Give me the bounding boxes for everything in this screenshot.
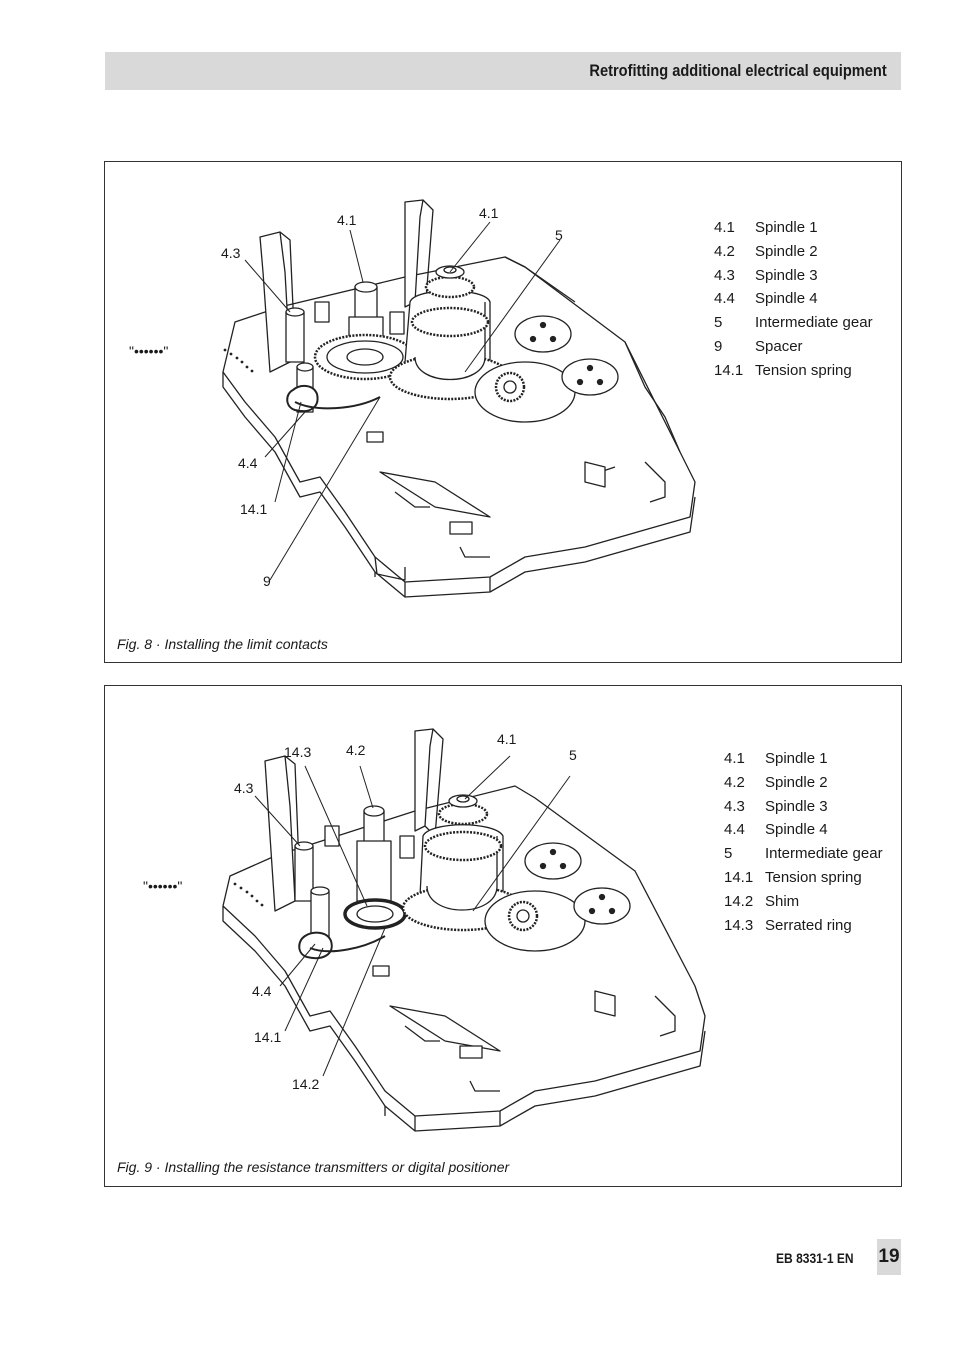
callout-9: 9 (263, 573, 271, 589)
legend-label: Spindle 2 (765, 773, 828, 791)
legend-item: 4.4 Spindle 4 (714, 287, 873, 311)
callout-4-1: 4.1 (497, 731, 517, 747)
legend-item: 4.1 Spindle 1 (714, 216, 873, 240)
legend-item: 4.2 Spindle 2 (724, 771, 883, 795)
callout-14-1: 14.1 (240, 501, 268, 517)
callout-14-2: 14.2 (292, 1076, 320, 1092)
legend-item: 14.1 Tension spring (714, 359, 873, 383)
legend-num: 14.1 (714, 361, 744, 379)
legend-label: Shim (765, 892, 800, 910)
legend-num: 4.3 (724, 797, 745, 815)
header-bar: Retrofitting additional electrical equip… (105, 52, 901, 90)
callout-4-3: 4.3 (221, 245, 241, 261)
figure-8-caption: Fig. 8 · Installing the limit contacts (117, 636, 328, 652)
page-header-title: Retrofitting additional electrical equip… (589, 61, 887, 80)
legend-num: 14.2 (724, 892, 754, 910)
callout-4-2: 4.2 (346, 742, 366, 758)
figure-9-caption: Fig. 9 · Installing the resistance trans… (117, 1159, 510, 1175)
figure-9-drawing (222, 728, 706, 1132)
legend-label: Serrated ring (765, 916, 852, 934)
legend-item: 4.3 Spindle 3 (714, 264, 873, 288)
legend-label: Tension spring (765, 868, 862, 886)
legend-item: 14.3 Serrated ring (724, 914, 883, 938)
callout-14-3: 14.3 (284, 744, 312, 760)
legend-num: 9 (714, 337, 723, 355)
figure-9-legend: 4.1 Spindle 1 4.2 Spindle 2 4.3 Spindle 3 4… (724, 747, 883, 937)
legend-item: 5 Intermediate gear (724, 842, 883, 866)
callout-4-4: 4.4 (252, 983, 272, 999)
callout-14-1: 14.1 (254, 1029, 282, 1045)
legend-num: 14.3 (724, 916, 754, 934)
legend-label: Tension spring (755, 361, 852, 379)
legend-item: 4.1 Spindle 1 (724, 747, 883, 771)
page-number-box: 19 (877, 1239, 901, 1275)
callout-5: 5 (569, 747, 577, 763)
legend-item: 14.2 Shim (724, 890, 883, 914)
legend-label: Spindle 2 (755, 242, 818, 260)
marker-label: "••••••" (143, 878, 183, 894)
legend-num: 4.1 (714, 219, 735, 236)
callout-5: 5 (555, 227, 563, 243)
legend-item: 4.4 Spindle 4 (724, 818, 883, 842)
figure-9: 14.3 4.2 4.1 5 4.3 4.4 14.1 14.2 "••••••… (104, 685, 902, 1187)
callout-4-2: 4.1 (337, 212, 357, 228)
legend-label: Spindle 4 (755, 290, 818, 308)
page-number: 19 (878, 1246, 900, 1267)
figure-8-drawing (222, 199, 696, 598)
legend-label: Spacer (755, 337, 803, 355)
legend-item: 5 Intermediate gear (714, 311, 873, 335)
legend-label: Spindle 1 (765, 750, 828, 767)
marker-label: "••••••" (129, 343, 169, 359)
legend-num: 5 (724, 845, 733, 863)
callout-4-3: 4.3 (234, 780, 254, 796)
legend-num: 4.1 (724, 750, 745, 767)
callout-4-4: 4.4 (238, 455, 258, 471)
legend-item: 4.3 Spindle 3 (724, 795, 883, 819)
legend-label: Spindle 3 (765, 797, 828, 815)
legend-label: Spindle 1 (755, 219, 818, 236)
legend-num: 4.2 (714, 242, 735, 260)
legend-label: Intermediate gear (765, 845, 883, 863)
legend-num: 5 (714, 314, 723, 332)
document-id: EB 8331-1 EN (776, 1250, 854, 1266)
legend-label: Spindle 4 (765, 821, 828, 839)
legend-num: 4.2 (724, 773, 745, 791)
legend-num: 4.4 (724, 821, 745, 839)
legend-label: Intermediate gear (755, 314, 873, 332)
legend-label: Spindle 3 (755, 266, 818, 284)
legend-item: 14.1 Tension spring (724, 866, 883, 890)
legend-num: 14.1 (724, 868, 754, 886)
figure-8-legend: 4.1 Spindle 1 4.2 Spindle 2 4.3 Spindle 3 4… (714, 216, 873, 383)
callout-4-1: 4.1 (479, 205, 499, 221)
legend-num: 4.3 (714, 266, 735, 284)
legend-item: 9 Spacer (714, 335, 873, 359)
legend-item: 4.2 Spindle 2 (714, 240, 873, 264)
legend-num: 4.4 (714, 290, 735, 308)
